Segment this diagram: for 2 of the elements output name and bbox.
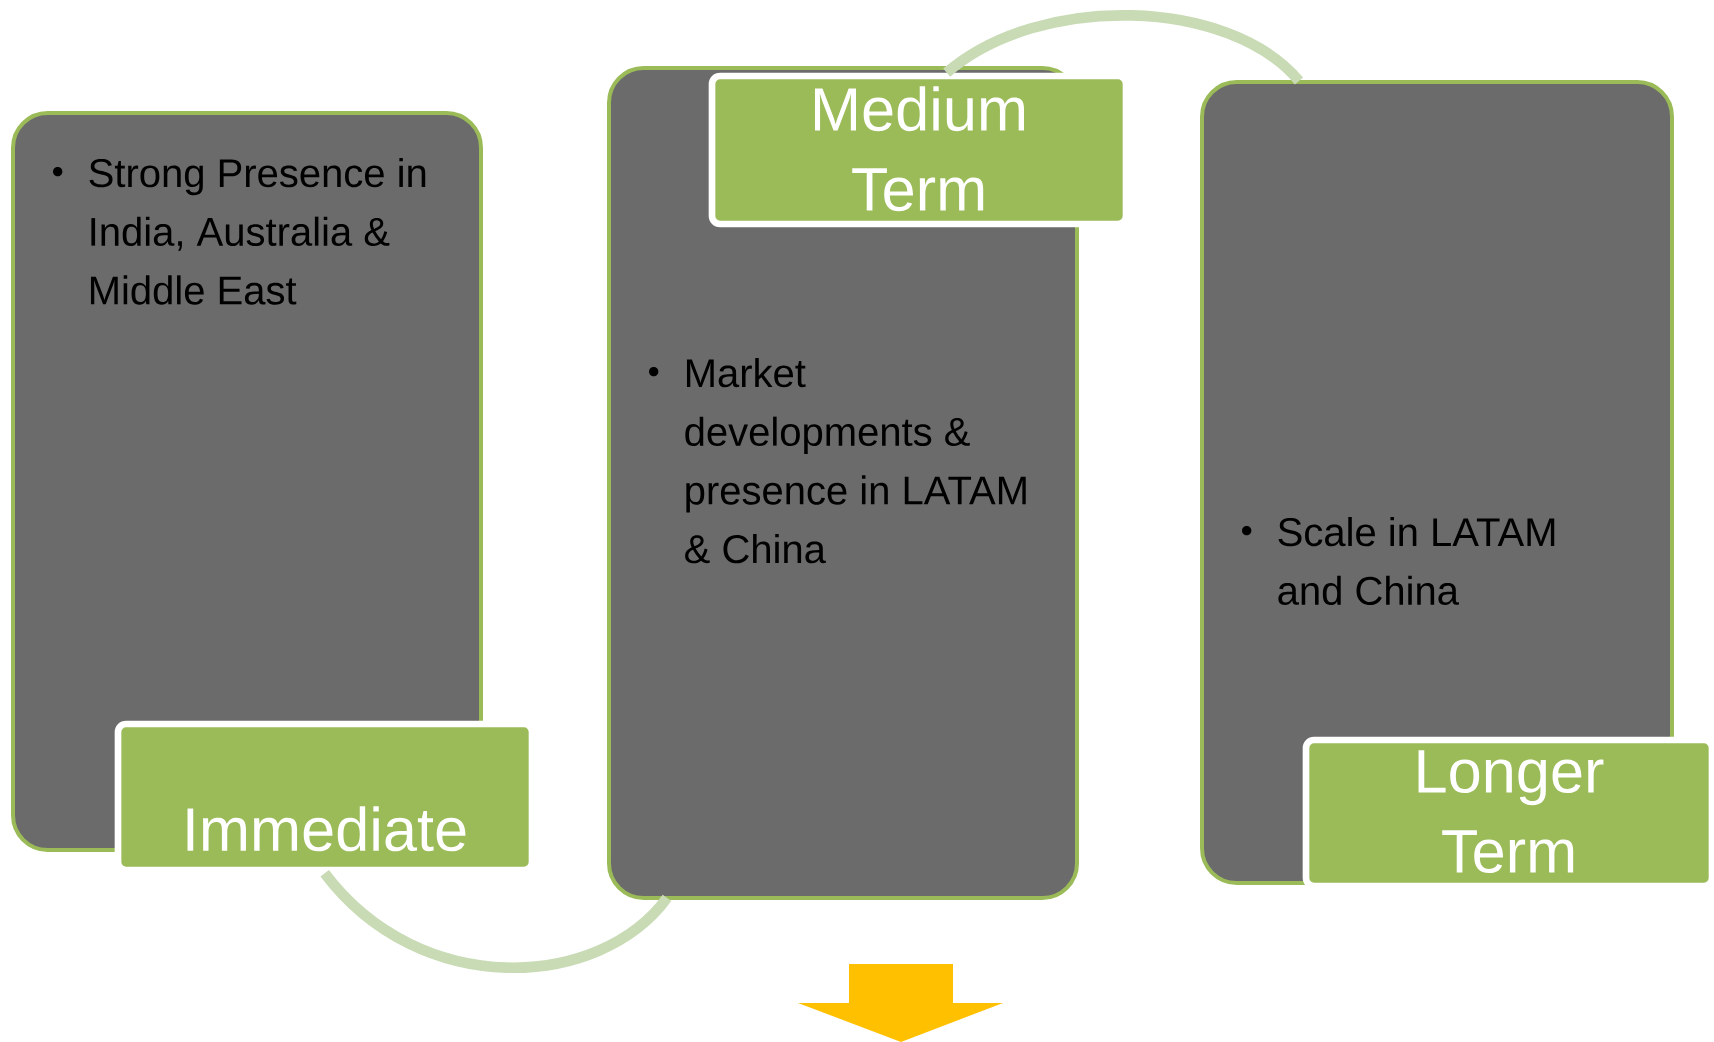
connector-arc bbox=[320, 869, 671, 973]
connector-arc bbox=[943, 10, 1303, 85]
